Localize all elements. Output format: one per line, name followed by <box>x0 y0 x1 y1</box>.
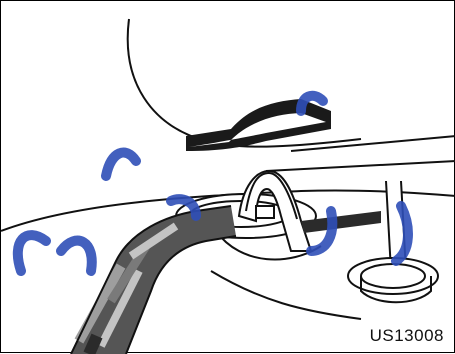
watermark-shapes <box>18 96 408 271</box>
seat-cushion-line-2 <box>266 161 455 171</box>
figure-code-label: US13008 <box>370 326 444 346</box>
direction-arrow-icon <box>186 99 331 151</box>
seat-belt-strap <box>71 206 236 354</box>
seat-post <box>348 181 438 302</box>
floor-line <box>211 271 361 319</box>
